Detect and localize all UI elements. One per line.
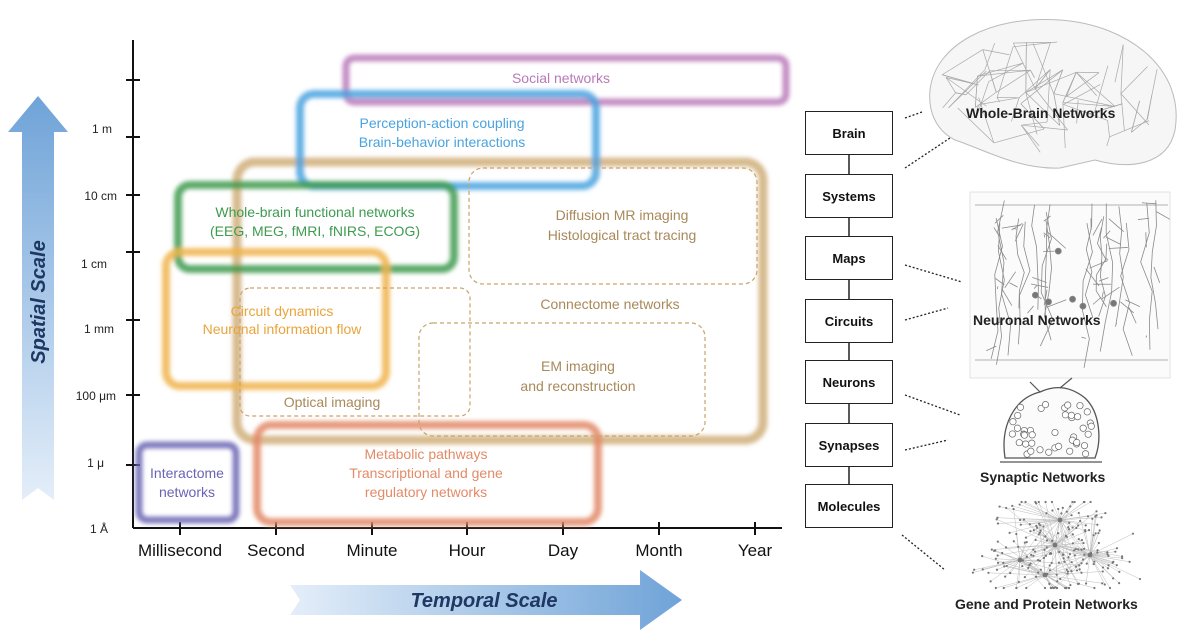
synaptic-networks-label: Synaptic Networks — [980, 469, 1106, 485]
y-tick-label: 1 cm — [81, 257, 107, 271]
level-systems: Systems — [805, 174, 893, 218]
level-brain: Brain — [805, 111, 893, 155]
metabolic-label-3: regulatory networks — [365, 484, 487, 500]
optical-box — [239, 287, 471, 417]
level-synapses: Synapses — [805, 423, 893, 467]
neuronal-network-image — [969, 191, 1171, 379]
em-label-1: EM imaging — [541, 358, 615, 374]
interactome-label-2: networks — [159, 484, 215, 500]
metabolic-label-2: Transcriptional and gene — [349, 465, 503, 481]
y-tick-label: 1 mm — [84, 322, 114, 336]
temporal-arrow — [290, 570, 682, 630]
diffusion-box — [468, 167, 758, 285]
x-tick-marks — [179, 522, 756, 535]
level-label: Brain — [832, 125, 866, 141]
y-tick-marks — [126, 79, 140, 466]
metabolic-label-1: Metabolic pathways — [365, 446, 488, 462]
interactome-label-1: Interactome — [150, 465, 224, 481]
diffusion-label-1: Diffusion MR imaging — [556, 207, 689, 223]
metabolic-box — [253, 421, 602, 526]
social-box — [342, 54, 790, 106]
x-tick-label: Second — [247, 541, 305, 560]
synaptic-network-image — [1000, 377, 1102, 463]
x-tick-labels: Millisecond Second Minute Hour Day Month… — [138, 541, 773, 560]
whole-brain-label-2: (EEG, MEG, fMRI, fNIRS, ECOG) — [210, 223, 420, 239]
spatial-scale-title: Spatial Scale — [28, 240, 50, 363]
y-tick-label: 10 cm — [84, 189, 117, 203]
gene-protein-networks-label: Gene and Protein Networks — [955, 596, 1138, 612]
em-label-2: and reconstruction — [520, 378, 635, 394]
x-tick-label: Year — [738, 541, 773, 560]
whole-brain-box — [174, 181, 458, 273]
connectome-label: Connectome networks — [540, 296, 679, 312]
level-molecules: Molecules — [805, 484, 893, 528]
x-tick-label: Hour — [449, 541, 486, 560]
temporal-scale-title: Temporal Scale — [410, 590, 557, 612]
em-box — [418, 322, 706, 437]
y-tick-label: 100 μm — [76, 389, 116, 403]
spatial-arrow — [8, 96, 68, 500]
x-tick-label: Month — [635, 541, 682, 560]
circuit-label-1: Circuit dynamics — [231, 303, 334, 319]
gene-protein-network-image — [971, 500, 1142, 590]
interactome-box — [135, 441, 240, 524]
circuit-box — [162, 248, 390, 390]
x-tick-label: Day — [548, 541, 579, 560]
x-tick-label: Minute — [346, 541, 397, 560]
leader-lines — [901, 111, 963, 571]
level-label: Molecules — [817, 498, 881, 514]
level-maps: Maps — [805, 236, 893, 280]
y-tick-label: 1 Å — [90, 521, 108, 536]
level-label: Circuits — [824, 313, 874, 329]
whole-brain-network-image — [929, 18, 1177, 169]
perception-label-1: Perception-action coupling — [360, 115, 525, 131]
region-boxes — [135, 54, 790, 526]
level-label: Neurons — [822, 374, 876, 390]
perception-label-2: Brain-behavior interactions — [359, 134, 526, 150]
y-tick-labels: 1 m 10 cm 1 cm 1 mm 100 μm 1 μ 1 Å — [76, 122, 117, 536]
neuronal-networks-label: Neuronal Networks — [973, 312, 1101, 328]
level-circuits: Circuits — [805, 299, 893, 343]
diffusion-label-2: Histological tract tracing — [548, 227, 697, 243]
level-label: Systems — [822, 188, 876, 204]
y-tick-label: 1 m — [92, 122, 112, 136]
level-label: Maps — [832, 250, 866, 266]
y-tick-label: 1 μ — [87, 456, 104, 470]
social-label: Social networks — [512, 70, 610, 86]
circuit-label-2: Neuronal information flow — [203, 321, 363, 337]
optical-label: Optical imaging — [284, 394, 381, 410]
level-label: Synapses — [818, 437, 880, 453]
connectome-box — [232, 157, 768, 445]
whole-brain-networks-label: Whole-Brain Networks — [966, 105, 1116, 121]
whole-brain-label-1: Whole-brain functional networks — [215, 204, 414, 220]
x-tick-label: Millisecond — [138, 541, 222, 560]
level-neurons: Neurons — [805, 360, 893, 404]
